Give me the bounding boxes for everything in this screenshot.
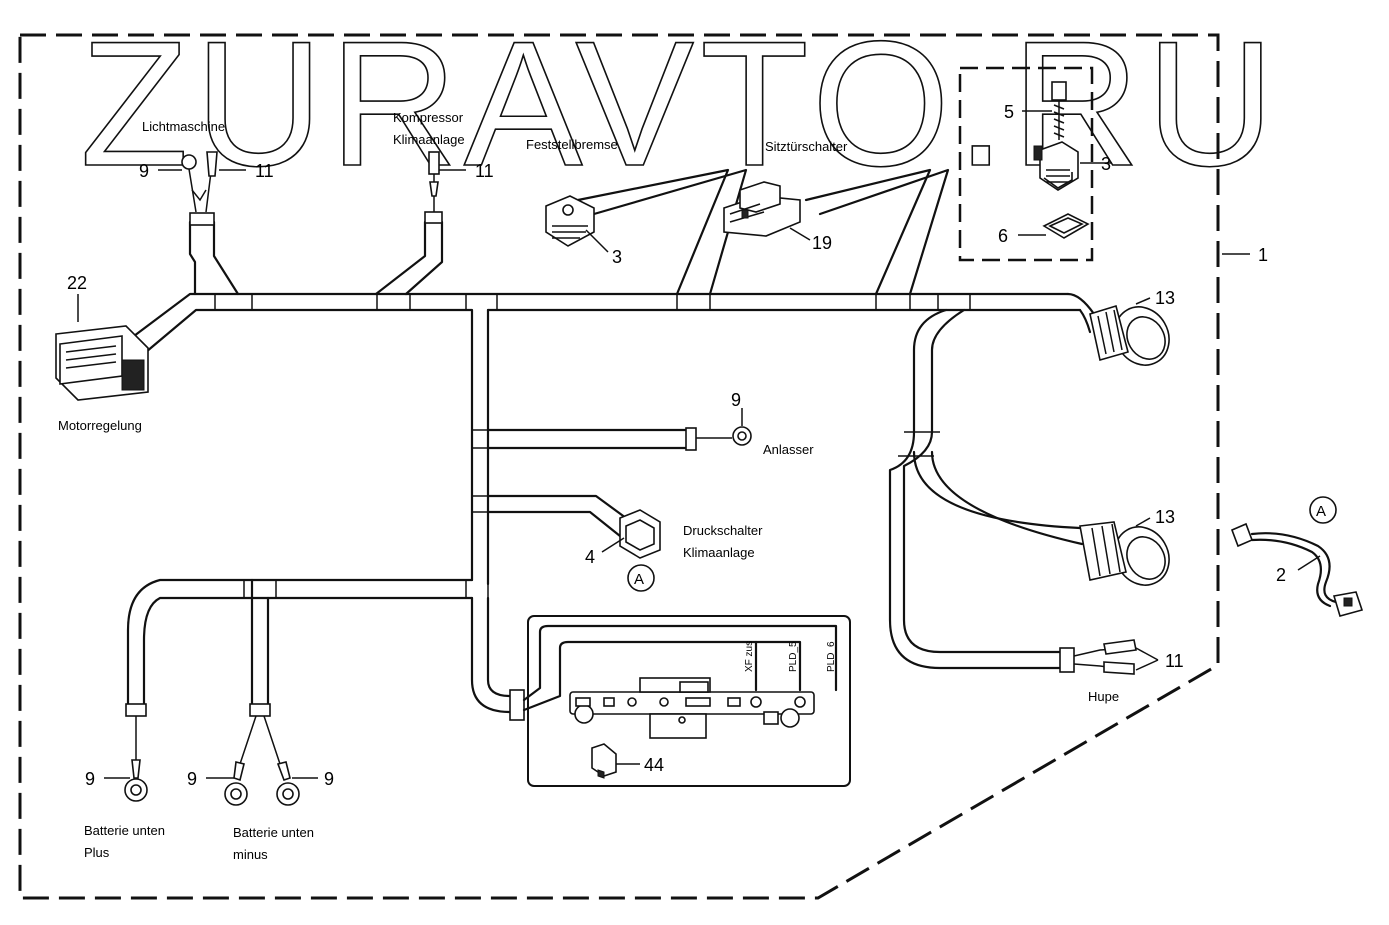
connector-13-middle — [1079, 521, 1170, 586]
detail-a-marker — [627, 564, 655, 592]
label-motorregelung: Motorregelung — [58, 418, 142, 433]
leader-lines — [77, 169, 1321, 779]
label-pld-6: PLD_6 — [826, 641, 837, 672]
callout-11-hupe: 11 — [1165, 651, 1184, 671]
callout-5: 5 — [1004, 102, 1014, 122]
label-batterie-plus-line2: Plus — [84, 845, 110, 860]
detail-a-reference — [1309, 496, 1337, 524]
callout-1: 1 — [1258, 245, 1268, 265]
label-xf-zus: XF zus — [744, 641, 755, 672]
seal-6 — [1042, 213, 1090, 239]
callout-44: 44 — [644, 755, 664, 775]
label-batterie-minus-line1: Batterie unten — [233, 825, 314, 840]
label-kompressor-line1: Kompressor — [393, 110, 464, 125]
callout-a-detail: A — [1316, 503, 1326, 520]
label-anlasser: Anlasser — [763, 442, 814, 457]
callout-2: 2 — [1276, 565, 1286, 585]
label-druckschalter-line1: Druckschalter — [683, 523, 763, 538]
label-batterie-plus-line1: Batterie unten — [84, 823, 165, 838]
pressure-sensor-2 — [1230, 522, 1364, 617]
anlasser-ring-terminal — [696, 426, 752, 446]
callout-11-lichtmaschine: 11 — [255, 161, 274, 181]
lichtmaschine-terminals — [181, 151, 218, 213]
callout-a-main: A — [634, 571, 644, 588]
connector-3-feststellbremse — [545, 195, 595, 247]
kompressor-terminal — [428, 151, 440, 212]
callout-9-anlasser: 9 — [731, 390, 741, 410]
label-sitztuerschalter: Sitztürschalter — [765, 139, 848, 154]
hupe-terminals — [1073, 639, 1137, 675]
callout-19: 19 — [812, 233, 832, 253]
callout-9-minus-left: 9 — [187, 769, 197, 789]
label-hupe: Hupe — [1088, 689, 1119, 704]
callout-13-top: 13 — [1155, 288, 1175, 308]
main-harness — [124, 168, 1096, 721]
connector-22-motorregelung — [55, 325, 149, 401]
fuse-box — [522, 615, 851, 787]
callout-9-minus-right: 9 — [324, 769, 334, 789]
connector-4-druckschalter — [619, 509, 661, 559]
callout-22: 22 — [67, 273, 87, 293]
screw-5 — [1051, 81, 1067, 140]
label-kompressor-line2: Klimaanlage — [393, 132, 465, 147]
callout-9-plus: 9 — [85, 769, 95, 789]
connector-13-top — [1089, 304, 1170, 366]
battery-terminals — [124, 715, 300, 806]
callout-13-middle: 13 — [1155, 507, 1175, 527]
callout-3-feststellbremse: 3 — [612, 247, 622, 267]
callout-3-detail: 3 — [1101, 154, 1111, 174]
connector-3-detail — [1033, 141, 1079, 191]
callout-4: 4 — [585, 547, 595, 567]
callout-9-lichtmaschine: 9 — [139, 161, 149, 181]
label-feststellbremse: Feststellbremse — [526, 137, 618, 152]
label-pld-5: PLD_5 — [788, 641, 799, 672]
fuse-44 — [591, 743, 617, 779]
assembly-boundary — [18, 33, 1220, 900]
connector-19-sitztuerschalter — [723, 181, 801, 237]
label-lichtmaschine: Lichtmaschine — [142, 119, 225, 134]
callout-6: 6 — [998, 226, 1008, 246]
detail-box — [958, 66, 1094, 262]
callout-11-kompressor: 11 — [475, 161, 494, 181]
label-druckschalter-line2: Klimaanlage — [683, 545, 755, 560]
label-batterie-minus-line2: minus — [233, 847, 268, 862]
